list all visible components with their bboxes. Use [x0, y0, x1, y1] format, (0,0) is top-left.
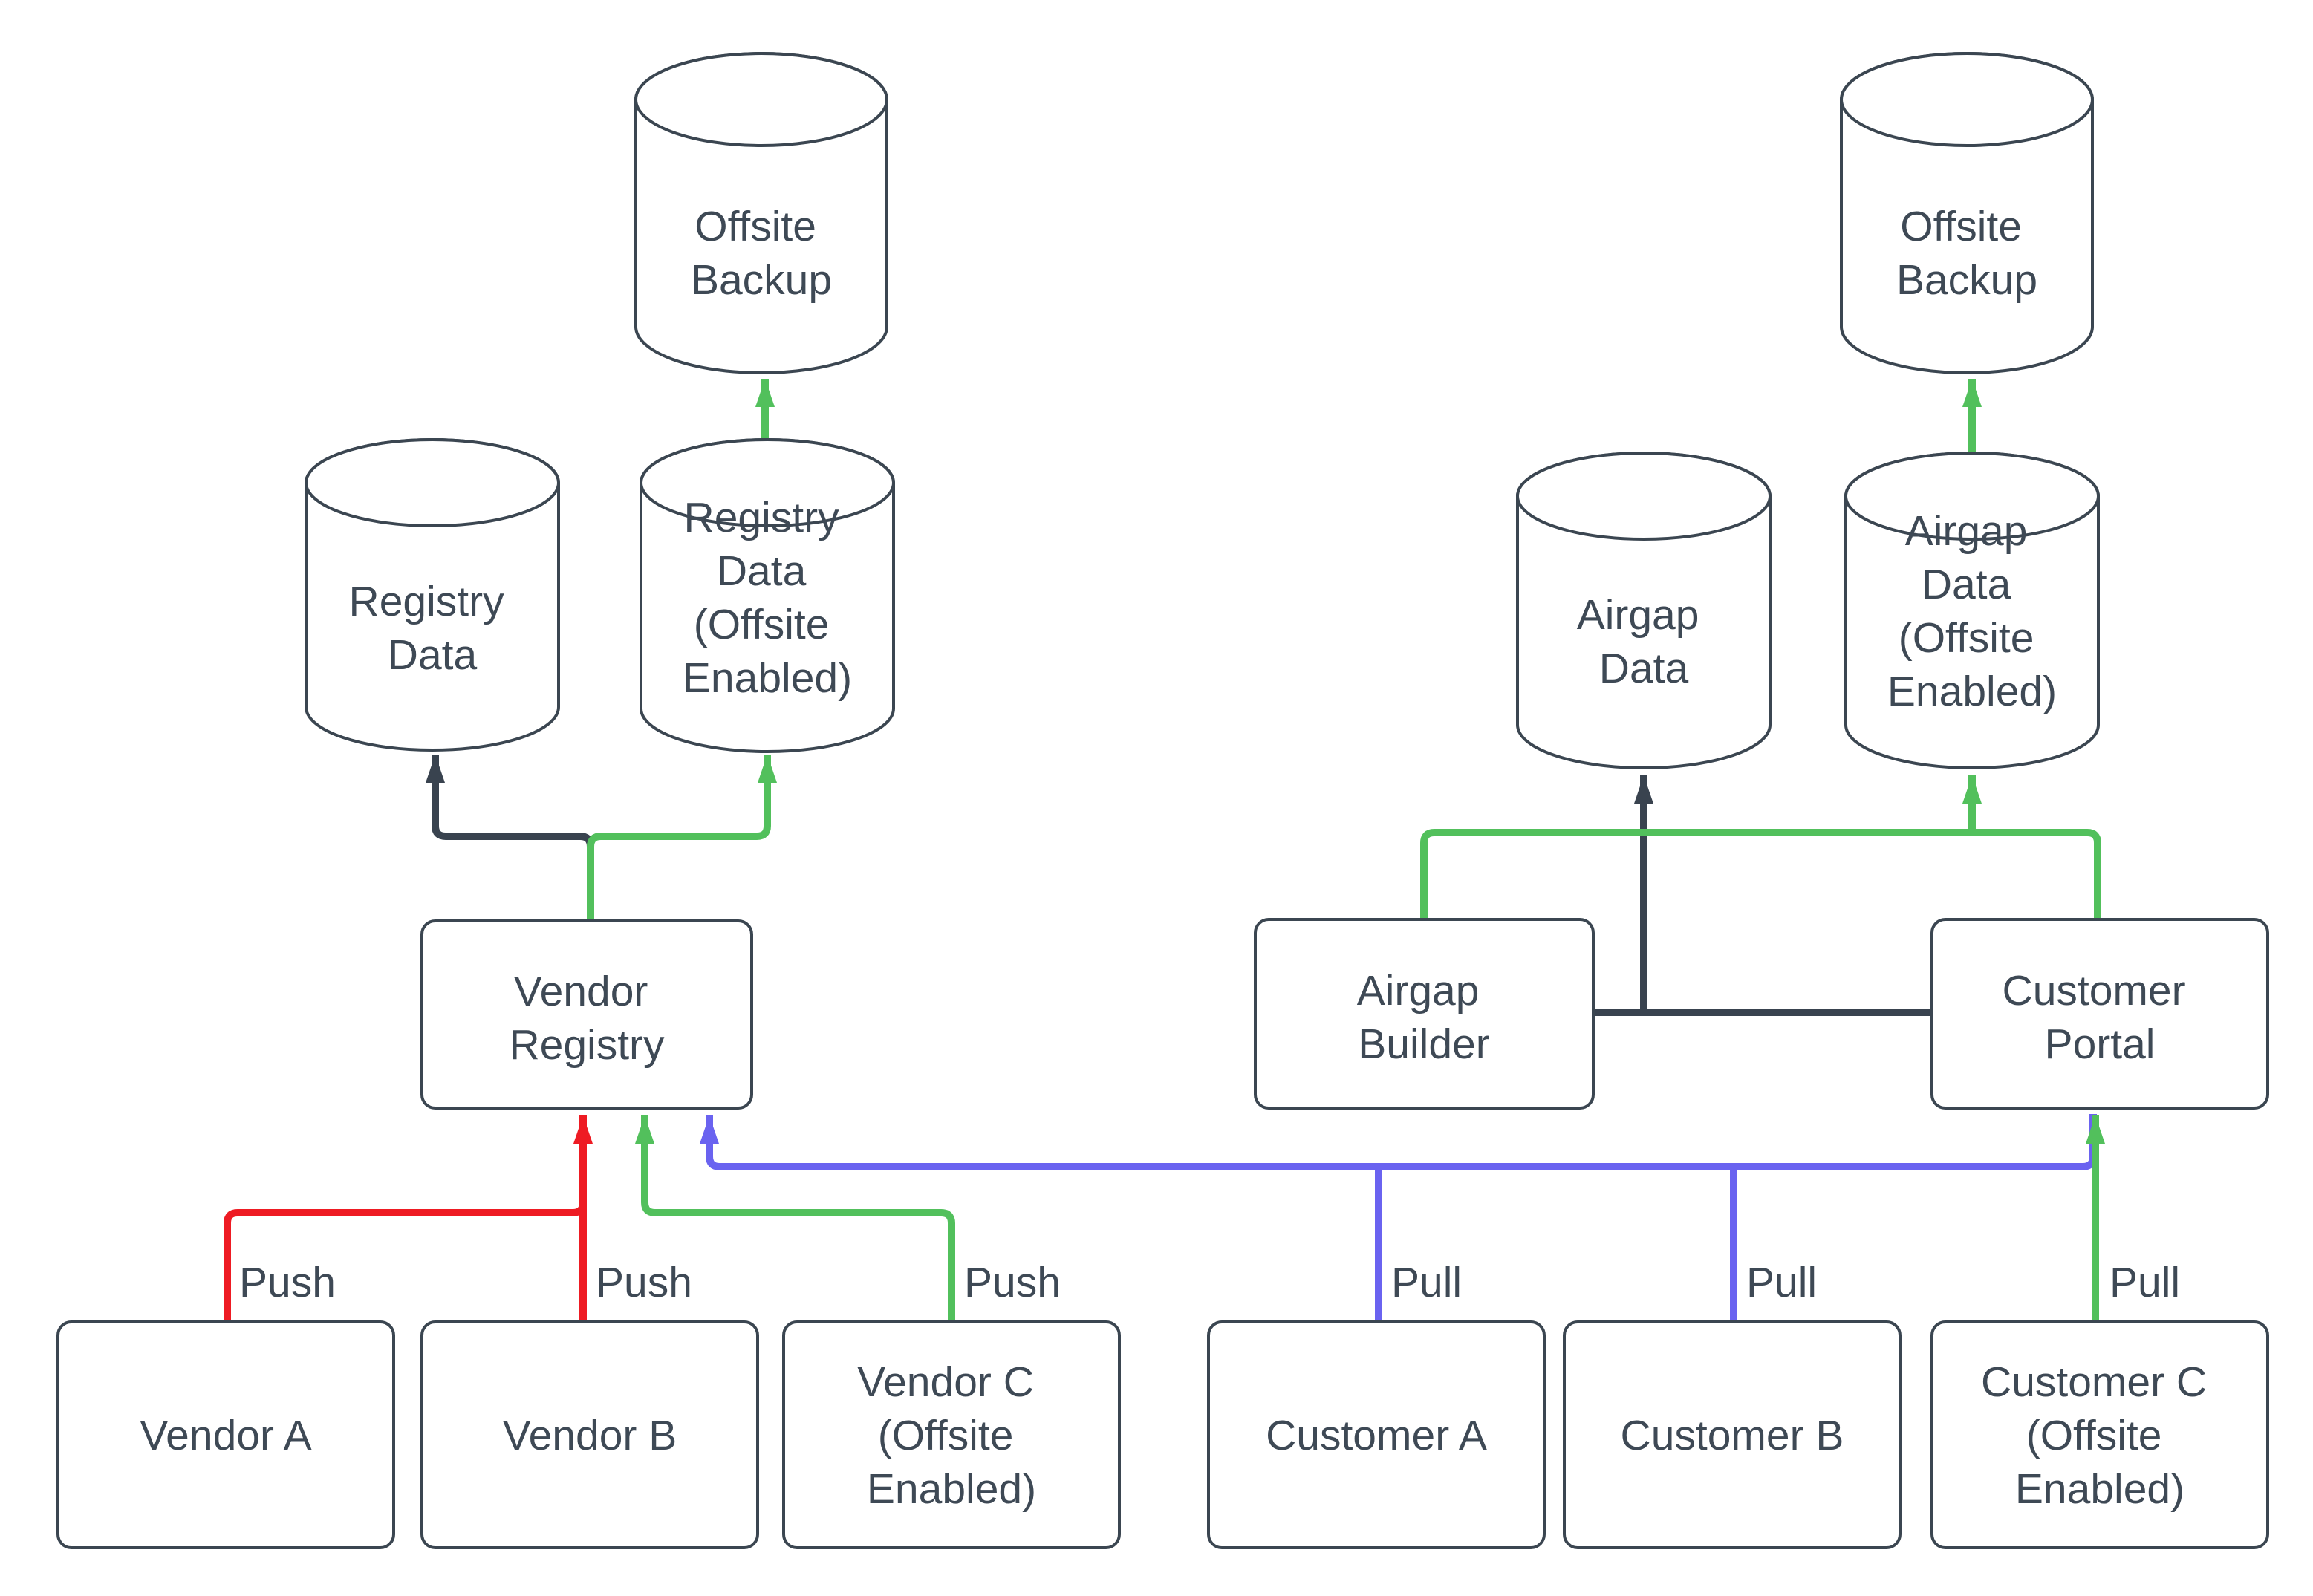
edge-pull-bus-to-vendor-registry: [700, 1114, 2097, 1170]
node-vendor-c-offsite: Vendor C (Offsite Enabled): [782, 1320, 1121, 1549]
label-line: Enabled): [1887, 668, 2057, 715]
label-line: Enabled): [683, 654, 852, 702]
node-label: Registry Data: [349, 578, 516, 679]
label-line: Backup: [691, 256, 832, 304]
node-label: Vendor B: [503, 1412, 677, 1459]
label-line: (Offsite: [694, 601, 830, 648]
node-airgap-data: Airgap Data: [1516, 452, 1772, 769]
node-vendor-a: Vendor A: [56, 1320, 395, 1549]
pull-label-customer-a: Pull: [1391, 1259, 1462, 1306]
cylinder-top-rim: [1840, 52, 2094, 147]
edge-vendor-registry-to-registry-data-offsite: [587, 755, 777, 921]
cylinder-top-rim: [1844, 452, 2100, 541]
label-line: Enabled): [2015, 1465, 2184, 1513]
push-label-vendor-c: Push: [964, 1259, 1061, 1306]
label-line: Airgap: [1357, 967, 1480, 1014]
node-airgap-data-offsite: Airgap Data (Offsite Enabled): [1844, 452, 2100, 769]
edge-vendor-registry-to-registry-data: [426, 755, 594, 921]
label-line: Portal: [2045, 1020, 2156, 1068]
node-registry-data: Registry Data: [305, 438, 560, 752]
cylinder-top-rim: [305, 438, 560, 527]
label-line: Offsite: [1900, 203, 2022, 250]
node-label: Vendor C (Offsite Enabled): [857, 1358, 1046, 1513]
box-shape: [420, 919, 753, 1110]
label-line: Vendor C: [857, 1358, 1034, 1406]
box-shape: [1207, 1320, 1546, 1549]
box-shape: [56, 1320, 395, 1549]
label-line: Data: [1922, 561, 2011, 608]
node-label: Registry Data (Offsite Enabled): [683, 494, 852, 702]
label-line: Backup: [1896, 256, 2037, 304]
label-line: Customer C: [1981, 1358, 2207, 1406]
node-label: Airgap Data: [1577, 591, 1711, 692]
node-label: Vendor Registry: [509, 968, 665, 1069]
node-label: Vendor A: [140, 1412, 311, 1459]
node-offsite-backup-right: Offsite Backup: [1840, 52, 2094, 374]
box-shape: [1930, 1320, 2269, 1549]
label-line: Vendor B: [503, 1412, 677, 1459]
label-line: Offsite: [694, 203, 816, 250]
label-line: Data: [717, 547, 807, 595]
label-line: Vendor A: [140, 1412, 311, 1459]
label-line: Registry: [349, 578, 505, 625]
box-shape: [782, 1320, 1121, 1549]
node-label: Customer A: [1266, 1412, 1487, 1459]
label-line: (Offsite: [1899, 614, 2034, 662]
node-label: Offsite Backup: [691, 203, 832, 304]
label-line: Enabled): [867, 1465, 1036, 1513]
edge-builder-portal-green-bus: [1420, 829, 2101, 919]
label-line: Customer B: [1621, 1412, 1844, 1459]
node-registry-data-offsite: Registry Data (Offsite Enabled): [640, 438, 895, 753]
node-label: Customer B: [1621, 1412, 1844, 1459]
pull-label-customer-b: Pull: [1746, 1259, 1817, 1306]
label-line: (Offsite: [2026, 1412, 2162, 1459]
node-vendor-b: Vendor B: [420, 1320, 759, 1549]
node-label: Airgap Builder: [1357, 967, 1491, 1068]
box-shape: [1563, 1320, 1902, 1549]
node-label: Airgap Data (Offsite Enabled): [1887, 507, 2057, 715]
cylinder-top-rim: [1516, 452, 1772, 541]
label-line: (Offsite: [878, 1412, 1014, 1459]
label-line: Data: [1599, 645, 1689, 692]
label-line: Data: [388, 631, 478, 679]
label-line: Builder: [1358, 1020, 1489, 1068]
edge-vendor-c-push: [635, 1115, 955, 1322]
label-line: Customer: [2003, 967, 2186, 1014]
box-shape: [1930, 918, 2269, 1110]
node-customer-a: Customer A: [1207, 1320, 1546, 1549]
label-line: Registry: [509, 1021, 665, 1069]
pull-label-customer-c: Pull: [2109, 1259, 2180, 1306]
node-airgap-builder: Airgap Builder: [1254, 918, 1595, 1110]
push-label-vendor-b: Push: [596, 1259, 692, 1306]
node-offsite-backup-left: Offsite Backup: [634, 52, 888, 374]
label-line: Registry: [684, 494, 840, 541]
box-shape: [420, 1320, 759, 1549]
node-label: Offsite Backup: [1896, 203, 2037, 304]
label-line: Airgap: [1577, 591, 1699, 639]
label-line: Customer A: [1266, 1412, 1487, 1459]
push-label-vendor-a: Push: [239, 1259, 336, 1306]
box-shape: [1254, 918, 1595, 1110]
label-line: Vendor: [514, 968, 648, 1015]
cylinder-top-rim: [640, 438, 895, 527]
cylinder-top-rim: [634, 52, 888, 147]
label-line: Airgap: [1905, 507, 2028, 555]
node-customer-portal: Customer Portal: [1930, 918, 2269, 1110]
node-customer-b: Customer B: [1563, 1320, 1902, 1549]
node-customer-c-offsite: Customer C (Offsite Enabled): [1930, 1320, 2269, 1549]
node-vendor-registry: Vendor Registry: [420, 919, 753, 1110]
node-label: Customer C (Offsite Enabled): [1981, 1358, 2219, 1513]
node-label: Customer Portal: [2003, 967, 2198, 1068]
